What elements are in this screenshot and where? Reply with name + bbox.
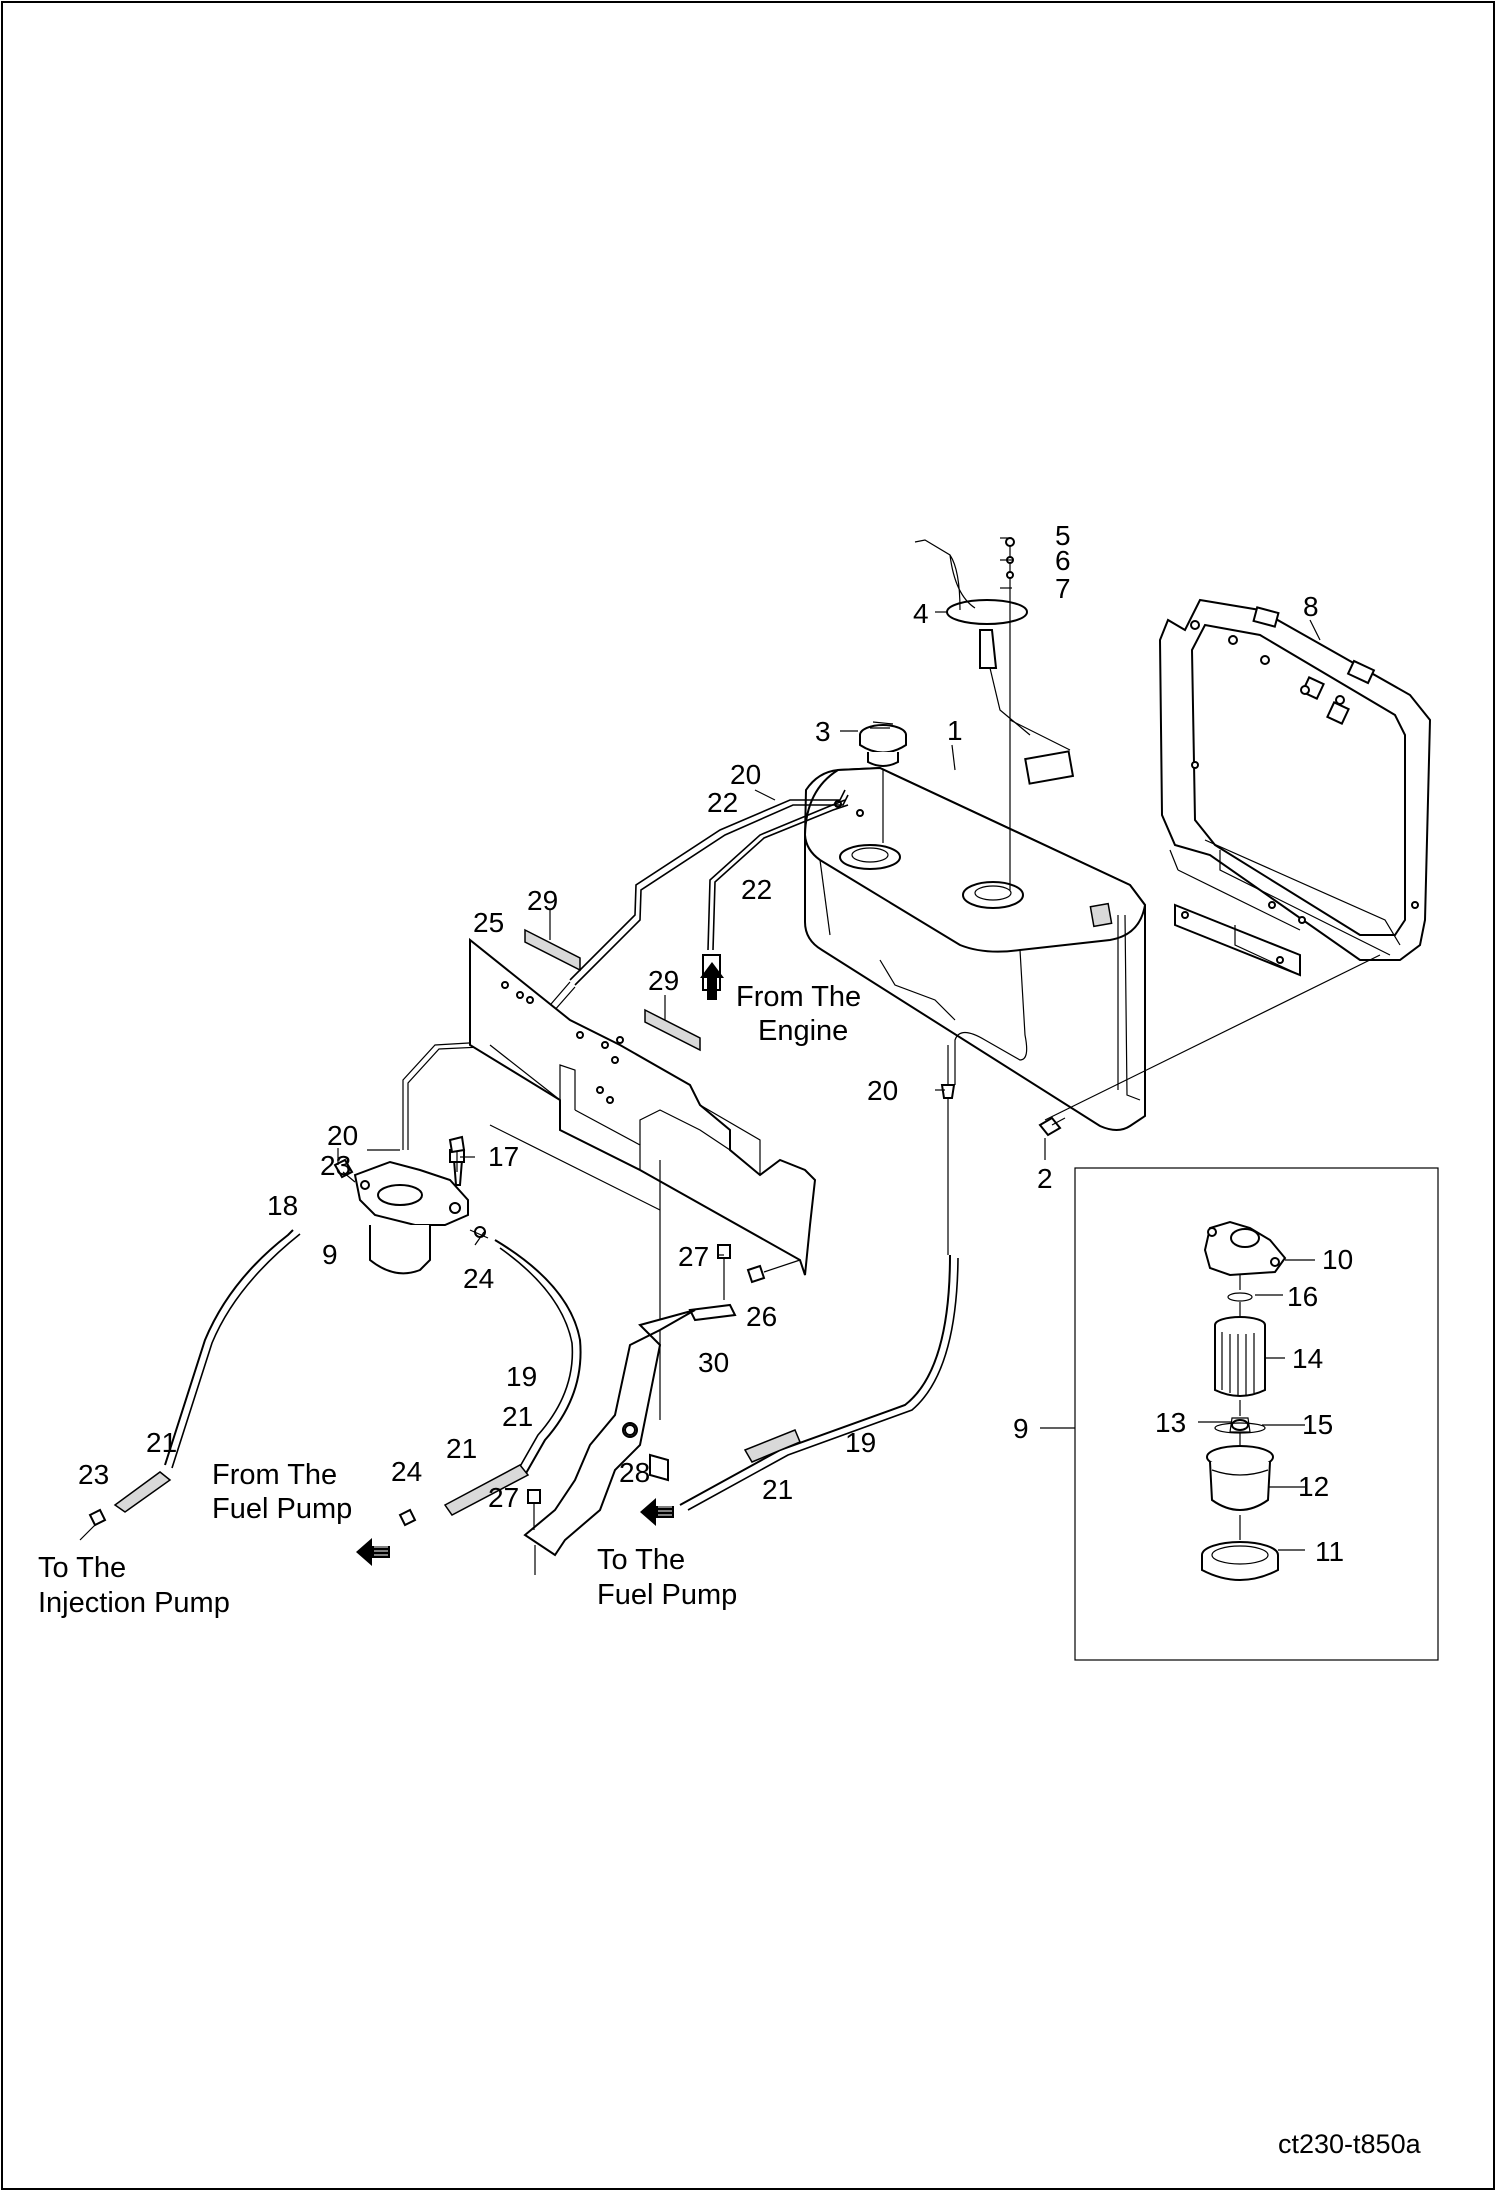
callout-21-d: 21 (762, 1474, 793, 1505)
water-separator (333, 1148, 489, 1275)
callout-23-b: 23 (78, 1459, 109, 1490)
callout-20-right: 20 (867, 1075, 898, 1106)
strip-29-lower (644, 995, 701, 1052)
callout-21-a: 21 (146, 1427, 177, 1458)
callout-21-b: 21 (502, 1401, 533, 1432)
note-to-injection-pump-line1: To The (38, 1552, 126, 1584)
callout-11: 11 (1315, 1536, 1344, 1567)
callout-22-b: 22 (741, 874, 772, 905)
bolt-27-upper (717, 1244, 731, 1300)
callout-6: 6 (1055, 545, 1071, 576)
callout-17: 17 (488, 1141, 519, 1172)
callout-2: 2 (1037, 1163, 1053, 1194)
bolt-17 (448, 1135, 466, 1172)
filler-cap (859, 721, 907, 843)
callout-12: 12 (1298, 1471, 1329, 1502)
note-from-engine-line2: Engine (758, 1015, 848, 1047)
callout-15: 15 (1302, 1409, 1333, 1440)
callout-8: 8 (1303, 591, 1319, 622)
callout-24-a: 24 (463, 1263, 494, 1294)
callout-9-filter: 9 (322, 1239, 338, 1270)
callout-29-b: 29 (648, 965, 679, 996)
callout-3: 3 (815, 716, 831, 747)
callout-7: 7 (1055, 573, 1071, 604)
callout-9-detail: 9 (1013, 1413, 1029, 1444)
filter-detail-box (1040, 1167, 1439, 1661)
hose-19-left (398, 1239, 582, 1527)
callout-16: 16 (1287, 1281, 1318, 1312)
callout-25: 25 (473, 907, 504, 938)
callout-22-a: 22 (707, 787, 738, 818)
strip-29-upper (524, 910, 581, 972)
callout-26: 26 (746, 1301, 777, 1332)
note-to-injection-pump-line2: Injection Pump (38, 1587, 230, 1619)
note-to-fuel-pump-line1: To The (597, 1544, 685, 1576)
callout-29-a: 29 (527, 885, 558, 916)
callout-21-c: 21 (446, 1433, 477, 1464)
callout-1: 1 (947, 715, 963, 746)
mounting-bracket (469, 937, 817, 1420)
hose-18 (79, 1229, 301, 1541)
fuel-tank (803, 766, 1147, 1131)
callout-19-left: 19 (506, 1361, 537, 1392)
tank-frame (1044, 598, 1432, 1121)
callout-24-b: 24 (391, 1456, 422, 1487)
callout-28: 28 (619, 1457, 650, 1488)
note-from-fuel-pump-line1: From The (212, 1459, 337, 1491)
bolt-27-lower (527, 1489, 541, 1530)
bolt-26 (746, 1259, 801, 1284)
callout-5: 5 (1055, 520, 1071, 551)
callout-30: 30 (698, 1347, 729, 1378)
leader-lines (367, 537, 1321, 1551)
callout-27-a: 27 (678, 1241, 709, 1272)
callout-20-mid: 20 (327, 1120, 358, 1151)
arrow-to-fuel-pump-icon (640, 1498, 674, 1526)
drawing-reference: ct230-t850a (1278, 2129, 1422, 2159)
bolt-2 (1038, 1116, 1066, 1160)
callout-4: 4 (913, 598, 929, 629)
note-to-fuel-pump-line2: Fuel Pump (597, 1579, 737, 1611)
hose-19-right (679, 1045, 959, 1511)
nut-28 (624, 1424, 636, 1436)
callout-19-right: 19 (845, 1427, 876, 1458)
note-from-fuel-pump-line2: Fuel Pump (212, 1493, 352, 1525)
callout-13: 13 (1155, 1407, 1186, 1438)
callout-10: 10 (1322, 1244, 1353, 1275)
callout-20-top: 20 (730, 759, 761, 790)
note-from-engine-line1: From The (736, 981, 861, 1013)
arrow-from-engine-icon (700, 962, 724, 1000)
arrow-from-fuel-pump-icon (356, 1538, 390, 1566)
callout-18: 18 (267, 1190, 298, 1221)
callout-23-a: 23 (320, 1150, 351, 1181)
callout-14: 14 (1292, 1343, 1323, 1374)
callout-27-b: 27 (488, 1482, 519, 1513)
